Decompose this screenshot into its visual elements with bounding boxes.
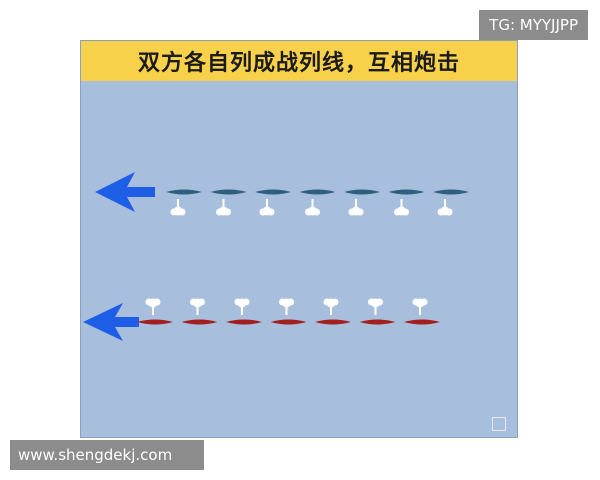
smoke-cloud bbox=[313, 208, 320, 216]
tg-badge: TG: MYYJJPP bbox=[479, 10, 588, 40]
ship bbox=[388, 189, 425, 195]
top-fleet-ships bbox=[166, 189, 469, 195]
smoke-puff bbox=[259, 199, 275, 216]
smoke-cloud bbox=[234, 298, 242, 306]
watermark-logo-icon bbox=[492, 417, 506, 431]
smoke-puff bbox=[394, 199, 409, 216]
smoke-puff bbox=[323, 298, 339, 315]
smoke-stem bbox=[355, 199, 357, 207]
ship bbox=[255, 189, 291, 195]
smoke-stem bbox=[330, 307, 332, 315]
smoke-puff bbox=[234, 298, 250, 315]
smoke-stem bbox=[196, 307, 199, 315]
smoke-cloud bbox=[216, 208, 223, 216]
smoke-puff bbox=[279, 298, 294, 315]
smoke-puff bbox=[437, 199, 453, 216]
smoke-cloud bbox=[356, 208, 364, 216]
smoke-cloud bbox=[412, 298, 420, 306]
smoke-cloud bbox=[394, 208, 401, 216]
smoke-cloud bbox=[376, 298, 383, 306]
ship bbox=[166, 189, 202, 195]
smoke-puff bbox=[412, 298, 428, 315]
smoke-puff bbox=[145, 298, 161, 315]
smoke-stem bbox=[400, 199, 403, 207]
ship bbox=[344, 189, 380, 195]
smoke-cloud bbox=[420, 298, 428, 306]
watermark bbox=[492, 417, 509, 431]
smoke-stem bbox=[285, 307, 288, 315]
smoke-stem bbox=[266, 199, 268, 207]
top-fleet-arrow bbox=[95, 172, 155, 212]
smoke-cloud bbox=[242, 298, 250, 306]
smoke-puff bbox=[368, 298, 383, 315]
smoke-cloud bbox=[153, 298, 161, 306]
ship bbox=[299, 189, 336, 195]
smoke-stem bbox=[444, 199, 446, 207]
smoke-cloud bbox=[224, 208, 231, 216]
bottom-fleet-smoke bbox=[145, 298, 428, 315]
smoke-cloud bbox=[287, 298, 294, 306]
smoke-stem bbox=[419, 307, 421, 315]
smoke-cloud bbox=[348, 208, 356, 216]
ship bbox=[137, 319, 173, 325]
smoke-stem bbox=[177, 199, 179, 207]
ship bbox=[404, 319, 440, 325]
smoke-cloud bbox=[279, 298, 286, 306]
smoke-cloud bbox=[198, 298, 205, 306]
url-badge: www.shengdekj.com bbox=[10, 440, 204, 470]
fleet-diagram bbox=[83, 172, 469, 341]
smoke-cloud bbox=[170, 208, 178, 216]
smoke-stem bbox=[311, 199, 314, 207]
smoke-puff bbox=[305, 199, 320, 216]
bottom-fleet-ships bbox=[137, 319, 440, 325]
smoke-puff bbox=[216, 199, 231, 216]
ship bbox=[433, 189, 469, 195]
ship bbox=[359, 319, 396, 325]
smoke-cloud bbox=[145, 298, 153, 306]
smoke-cloud bbox=[267, 208, 275, 216]
top-fleet-smoke bbox=[170, 199, 453, 216]
bottom-fleet-arrow bbox=[83, 303, 139, 341]
smoke-cloud bbox=[445, 208, 453, 216]
smoke-cloud bbox=[259, 208, 267, 216]
ship bbox=[210, 189, 247, 195]
top-arrow-head bbox=[95, 172, 155, 212]
smoke-cloud bbox=[190, 298, 197, 306]
smoke-stem bbox=[152, 307, 154, 315]
smoke-stem bbox=[241, 307, 243, 315]
smoke-cloud bbox=[368, 298, 375, 306]
diagram-title: 双方各自列成战列线，互相炮击 bbox=[81, 41, 517, 81]
ship bbox=[270, 319, 307, 325]
smoke-cloud bbox=[331, 298, 339, 306]
smoke-puff bbox=[170, 199, 186, 216]
bottom-arrow-head bbox=[83, 303, 139, 341]
diagram-panel: 双方各自列成战列线，互相炮击 bbox=[80, 40, 518, 438]
smoke-cloud bbox=[437, 208, 445, 216]
ship bbox=[181, 319, 218, 325]
smoke-puff bbox=[190, 298, 205, 315]
smoke-cloud bbox=[402, 208, 409, 216]
smoke-cloud bbox=[305, 208, 312, 216]
smoke-cloud bbox=[323, 298, 331, 306]
smoke-cloud bbox=[178, 208, 186, 216]
smoke-puff bbox=[348, 199, 364, 216]
smoke-stem bbox=[374, 307, 377, 315]
ship bbox=[226, 319, 262, 325]
smoke-stem bbox=[222, 199, 225, 207]
ship bbox=[315, 319, 351, 325]
